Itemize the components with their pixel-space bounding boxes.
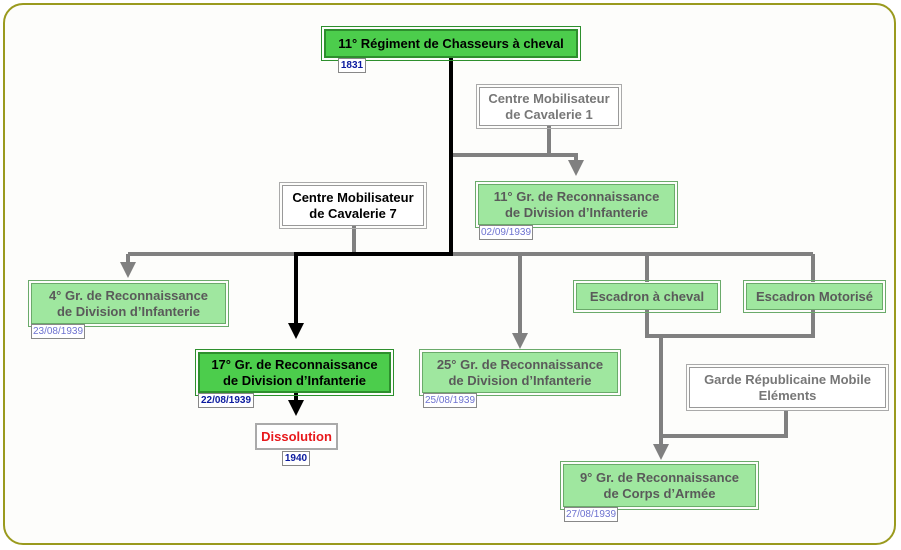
node-label-line: 4° Gr. de Reconnaissance	[48, 287, 209, 303]
node-label: Escadron Motorisé	[756, 289, 873, 305]
date-gr4: 23/08/1939	[31, 324, 85, 339]
node-label: 11° Régiment de Chasseurs à cheval	[338, 36, 564, 52]
node-label-line: de Cavalerie 7	[309, 205, 397, 221]
esc-join	[645, 310, 815, 338]
node-label-line: Centre Mobilisateur	[488, 90, 610, 106]
node-dissolution: Dissolution	[255, 423, 338, 450]
node-label-line: de Division d’Infanterie	[222, 372, 367, 388]
node-label-line: Dissolution	[261, 428, 332, 444]
node-label-line: Garde Républicaine Mobile	[704, 371, 871, 387]
garde-link	[661, 410, 788, 438]
node-label-line: 11° Gr. de Reconnaissance	[493, 188, 660, 204]
node-regiment: 11° Régiment de Chasseurs à cheval	[321, 26, 581, 61]
node-label-line: 11° Régiment de Chasseurs à cheval	[338, 35, 564, 51]
node-label-line: 25° Gr. de Reconnaissance	[436, 356, 604, 372]
date-regiment: 1831	[338, 58, 366, 73]
date-gr11: 02/09/1939	[479, 225, 533, 240]
node-esc-moto: Escadron Motorisé	[743, 280, 886, 313]
node-label-line: Centre Mobilisateur	[292, 189, 414, 205]
node-label-line: de Division d’Infanterie	[56, 303, 200, 319]
regiment-main-line	[288, 58, 453, 339]
node-label-line: de Division d’Infanterie	[504, 204, 649, 220]
arrow-to-gr11	[451, 153, 584, 176]
node-label-line: Eléments	[758, 387, 817, 403]
date-dissolution: 1940	[282, 451, 310, 466]
date-gr9: 27/08/1939	[564, 507, 618, 522]
node-label-line: de Cavalerie 1	[505, 106, 593, 122]
node-label-line: 9° Gr. de Reconnaissance	[579, 469, 740, 485]
date-gr25: 25/08/1939	[423, 393, 477, 408]
node-label-line: de Corps d’Armée	[603, 485, 716, 501]
node-label-line: Escadron Motorisé	[755, 288, 874, 304]
node-esc-cheval: Escadron à cheval	[573, 280, 721, 313]
node-label-line: 17° Gr. de Reconnaissance	[211, 356, 378, 372]
node-label-line: de Division d’Infanterie	[448, 372, 592, 388]
date-gr17: 22/08/1939	[198, 393, 254, 408]
node-label: Dissolution	[261, 429, 332, 445]
node-label-line: Escadron à cheval	[589, 288, 705, 304]
node-label: Escadron à cheval	[590, 289, 704, 305]
